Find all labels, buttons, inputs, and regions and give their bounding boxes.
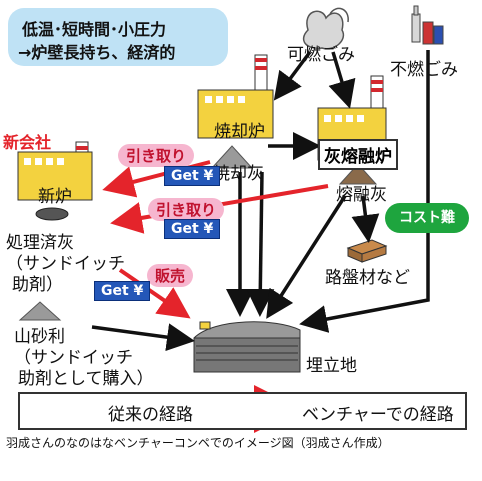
conventional-route-arrows [91, 50, 430, 352]
label-treated-ash-note-1: （サンドイッチ [6, 254, 125, 274]
label-incinerator: 焼却炉 [214, 122, 265, 142]
label-incineration-ash: 焼却灰 [213, 164, 264, 184]
route-legend: 従来の経路 ベンチャーでの経路 [18, 392, 467, 430]
landfill-icon [193, 321, 301, 373]
cost-difficulty-bubble: コスト難 [385, 203, 469, 233]
tag-take-back-1: 引き取り [118, 144, 195, 167]
garbage-bag-icon [302, 7, 349, 50]
tag-sale: 販売 [147, 264, 194, 287]
legend-venture-label: ベンチャーでの経路 [302, 405, 454, 425]
label-new-furnace: 新炉 [38, 187, 72, 207]
tag-take-back-2: 引き取り [148, 198, 225, 221]
label-mountain-sand-note-2: 助剤として購入） [18, 369, 154, 389]
note-line-2: →炉壁長持ち、経済的 [18, 43, 176, 62]
tag-get-yen-3: Get ¥ [94, 281, 151, 301]
label-road-material: 路盤材など [325, 268, 410, 288]
new-furnace-building [17, 141, 93, 201]
label-landfill: 埋立地 [306, 356, 357, 376]
incinerator-building [197, 54, 274, 139]
figure-caption: 羽成さんのなのはなベンチャーコンペでのイメージ図（羽成さん作成） [6, 436, 390, 450]
road-material-block [346, 239, 388, 263]
label-mountain-sand-note-1: （サンドイッチ [14, 348, 133, 368]
label-molten-ash: 熔融灰 [336, 185, 387, 205]
label-combustible-waste: 可燃ごみ [287, 45, 355, 65]
label-ash-melting-furnace: 灰熔融炉 [318, 139, 398, 170]
label-mountain-sand: 山砂利 [14, 327, 65, 347]
tag-get-yen-1: Get ¥ [164, 166, 221, 186]
label-treated-ash: 処理済灰 [6, 233, 74, 253]
label-noncombustible-waste: 不燃ごみ [390, 60, 458, 80]
note-line-1: 低温･短時間･小圧力 [22, 20, 167, 39]
molten-ash-pile [338, 163, 378, 185]
legend-conventional-label: 従来の経路 [108, 405, 193, 425]
tag-get-yen-2: Get ¥ [164, 219, 221, 239]
treated-ash-disc [35, 207, 69, 221]
benefit-note: 低温･短時間･小圧力 →炉壁長持ち、経済的 [8, 8, 228, 66]
incineration-ash-pile [210, 145, 254, 169]
label-treated-ash-note-2: 助剤） [12, 275, 63, 295]
bottles-icon [411, 5, 444, 45]
label-new-company: 新会社 [3, 133, 52, 152]
mountain-sand-pile [18, 301, 62, 321]
